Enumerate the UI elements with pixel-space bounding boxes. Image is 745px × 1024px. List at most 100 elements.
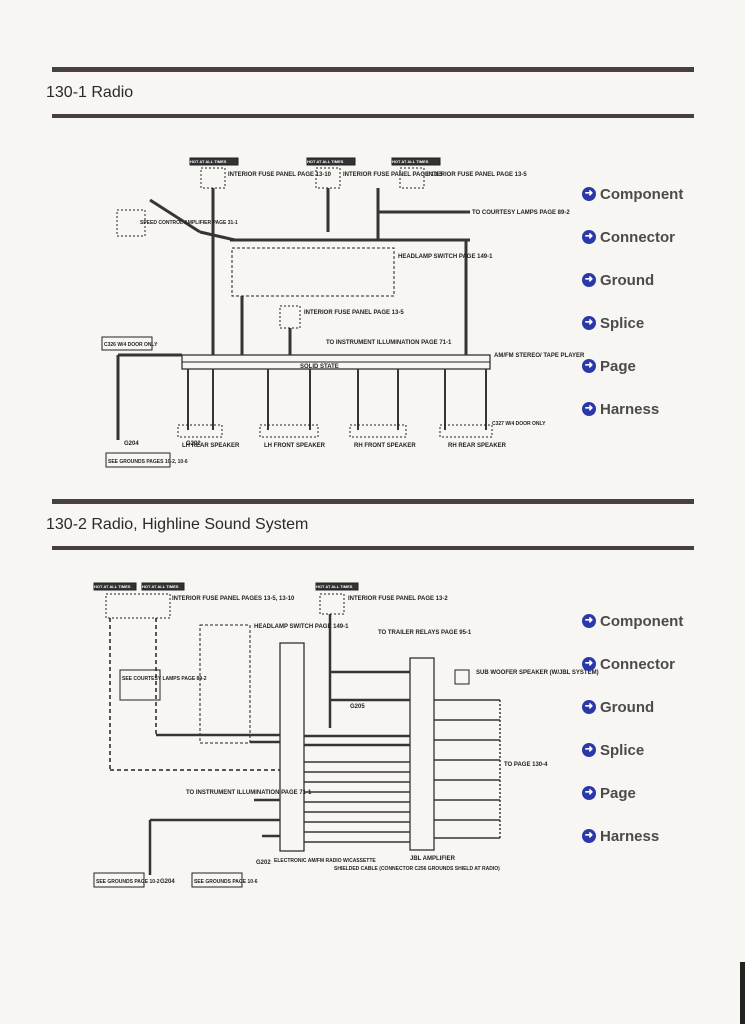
hot-label-3: HOT AT ALL TIMES — [392, 159, 429, 164]
legend-connector[interactable]: ➜Connector — [582, 654, 683, 674]
hot-bar-6 — [315, 582, 359, 591]
arrow-icon: ➜ — [582, 614, 596, 628]
hot-label-1: HOT AT ALL TIMES — [190, 159, 227, 164]
courtesy-box — [119, 669, 161, 701]
subwoofer-label: SUB WOOFER SPEAKER (W/JBL SYSTEM) — [476, 670, 599, 676]
hot-bar-3 — [391, 157, 441, 166]
topage-label: TO PAGE 130-4 — [504, 762, 548, 768]
legend-page[interactable]: ➜Page — [582, 783, 683, 803]
lh-front-speaker — [259, 424, 319, 438]
headlamp-switch-box — [231, 247, 395, 297]
arrow-icon: ➜ — [582, 273, 596, 287]
grounds-box-2 — [93, 872, 145, 888]
legend-connector[interactable]: ➜Connector — [582, 227, 683, 247]
lh-rear-label: LH REAR SPEAKER — [182, 443, 240, 449]
section-2-top-divider — [52, 499, 694, 504]
g205-label: G205 — [350, 704, 365, 710]
fuse-label-6: INTERIOR FUSE PANEL PAGE 13-2 — [348, 596, 448, 602]
grounds-box-3 — [191, 872, 243, 888]
headlamp-label-2: HEADLAMP SWITCH PAGE 149-1 — [254, 624, 349, 630]
courtesy-label-2: SEE COURTESY LAMPS PAGE 89-2 — [122, 676, 207, 682]
door-note-2: C327 W/4 DOOR ONLY — [492, 421, 546, 427]
rh-front-label: RH FRONT SPEAKER — [354, 443, 416, 449]
fuse-label-1: INTERIOR FUSE PANEL PAGE 13-10 — [228, 172, 332, 178]
hot-bar-2 — [306, 157, 356, 166]
grounds-label: SEE GROUNDS PAGES 10-2, 10-6 — [108, 459, 188, 465]
door-note-box — [101, 336, 153, 351]
g204-label-2: G204 — [160, 879, 175, 885]
jbl-label: JBL AMPLIFIER — [410, 856, 456, 862]
g202-label: G202 — [186, 441, 201, 447]
arrow-icon: ➜ — [582, 743, 596, 757]
jbl-amp-box — [409, 657, 435, 851]
lh-rear-speaker — [177, 424, 223, 438]
lh-front-label: LH FRONT SPEAKER — [264, 443, 326, 449]
g202-label-2: G202 — [256, 860, 271, 866]
g204-label: G204 — [124, 441, 139, 447]
hot-label-6: HOT AT ALL TIMES — [316, 584, 353, 589]
hot-label-5: HOT AT ALL TIMES — [142, 584, 179, 589]
rh-rear-label: RH REAR SPEAKER — [448, 443, 507, 449]
legend-page[interactable]: ➜Page — [582, 356, 683, 376]
fuse-label-4: INTERIOR FUSE PANEL PAGE 13-5 — [304, 310, 404, 316]
fuse-label-2: INTERIOR FUSE PANEL PAGE 13-5 — [343, 172, 443, 178]
hot-label-2: HOT AT ALL TIMES — [307, 159, 344, 164]
legend-harness[interactable]: ➜Harness — [582, 399, 683, 419]
fuse-label-3: INTERIOR FUSE PANEL PAGE 13-5 — [427, 172, 527, 178]
fuse-box-6 — [319, 593, 345, 615]
fuse-box-5 — [105, 593, 171, 619]
arrow-icon: ➜ — [582, 402, 596, 416]
legend-ground[interactable]: ➜Ground — [582, 270, 683, 290]
hot-bar-1 — [189, 157, 239, 166]
section-2-divider — [52, 546, 694, 550]
rh-rear-speaker — [439, 424, 493, 438]
illum-label-2: TO INSTRUMENT ILLUMINATION PAGE 71-1 — [186, 790, 312, 796]
headlamp-label: HEADLAMP SWITCH PAGE 149-1 — [398, 254, 493, 260]
hot-label-4: HOT AT ALL TIMES — [94, 584, 131, 589]
legend-component[interactable]: ➜Component — [582, 184, 683, 204]
top-divider — [52, 67, 694, 72]
fuse-box-3 — [399, 167, 425, 189]
section-1-divider — [52, 114, 694, 118]
legend-1: ➜Component ➜Connector ➜Ground ➜Splice ➜P… — [582, 184, 683, 442]
arrow-icon: ➜ — [582, 359, 596, 373]
arrow-icon: ➜ — [582, 316, 596, 330]
arrow-icon: ➜ — [582, 657, 596, 671]
legend-2: ➜Component ➜Connector ➜Ground ➜Splice ➜P… — [582, 611, 683, 869]
legend-ground[interactable]: ➜Ground — [582, 697, 683, 717]
arrow-icon: ➜ — [582, 187, 596, 201]
courtesy-label: TO COURTESY LAMPS PAGE 89-2 — [472, 210, 570, 216]
illum-label: TO INSTRUMENT ILLUMINATION PAGE 71-1 — [326, 340, 452, 346]
radio-label-2: ELECTRONIC AM/FM RADIO W/CASSETTE — [274, 858, 376, 864]
arrow-icon: ➜ — [582, 230, 596, 244]
section-1-title: 130-1 Radio — [46, 84, 134, 101]
amp-box — [116, 209, 146, 237]
subwoofer-box — [454, 669, 470, 685]
section-2-title: 130-2 Radio, Highline Sound System — [46, 516, 309, 533]
legend-component[interactable]: ➜Component — [582, 611, 683, 631]
rh-front-speaker — [349, 424, 407, 438]
arrow-icon: ➜ — [582, 700, 596, 714]
legend-splice[interactable]: ➜Splice — [582, 313, 683, 333]
arrow-icon: ➜ — [582, 786, 596, 800]
hot-bar-4 — [93, 582, 137, 591]
page-edge-mark — [740, 962, 745, 1024]
arrow-icon: ➜ — [582, 829, 596, 843]
shield-label: SHIELDED CABLE (CONNECTOR C256 GROUNDS S… — [334, 866, 500, 872]
radio-box-2 — [279, 642, 305, 852]
amp-label: SPEED CONTROL AMPLIFIER PAGE 31-1 — [140, 220, 238, 226]
grounds-box-1 — [105, 452, 171, 468]
door-note: C326 W/4 DOOR ONLY — [104, 342, 158, 348]
legend-harness[interactable]: ➜Harness — [582, 826, 683, 846]
legend-splice[interactable]: ➜Splice — [582, 740, 683, 760]
grounds-label-3: SEE GROUNDS PAGE 10-6 — [194, 879, 258, 885]
hot-bar-5 — [141, 582, 185, 591]
radio-wiring-diagram-1: HOT AT ALL TIMES HOT AT ALL TIMES HOT AT… — [101, 157, 585, 468]
radio-label: AM/FM STEREO/ TAPE PLAYER — [494, 353, 585, 359]
headlamp-switch-box-2 — [199, 624, 251, 744]
trailer-label: TO TRAILER RELAYS PAGE 95-1 — [378, 630, 472, 636]
fuse-label-5: INTERIOR FUSE PANEL PAGES 13-5, 13-10 — [172, 596, 295, 602]
solid-state-label: SOLID STATE — [300, 364, 339, 370]
grounds-label-2: SEE GROUNDS PAGE 10-2 — [96, 879, 160, 885]
